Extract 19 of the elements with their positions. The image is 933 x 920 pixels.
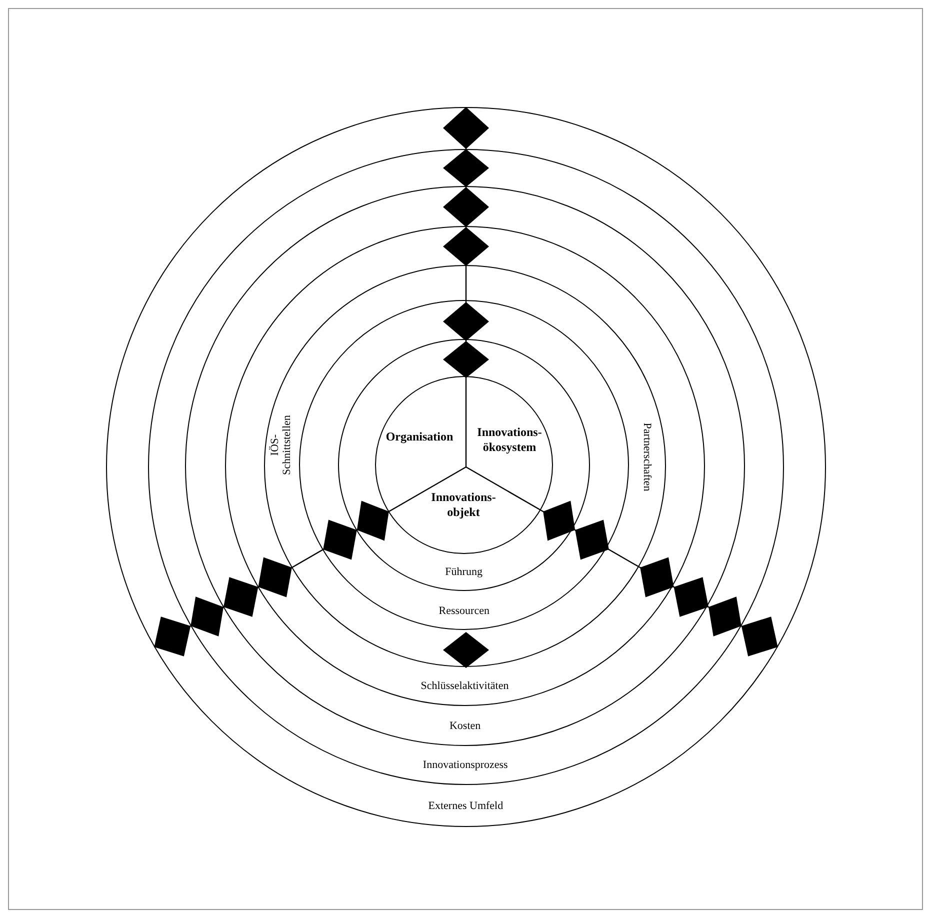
ring-label: Kosten (449, 720, 481, 732)
sector-label: Innovations-objekt (420, 490, 506, 520)
ring-label: Externes Umfeld (428, 800, 504, 812)
ring (225, 226, 706, 706)
ring-label: Schlüsselaktivitäten (420, 680, 509, 692)
ring-label: IÖS-Schnittstellen (269, 414, 294, 478)
ring (264, 264, 666, 667)
ring-label: Ressourcen (438, 604, 490, 617)
ring (106, 107, 826, 827)
inner-circle (374, 376, 553, 554)
ring-label: Führung (445, 566, 482, 578)
ring (148, 148, 784, 785)
ring-label: Innovationsprozess (422, 759, 508, 772)
ring (185, 186, 746, 746)
ring (338, 339, 590, 592)
sector-label: Organisation (376, 429, 462, 444)
sector-label: Innovations-ökosystem (466, 424, 552, 454)
ring (299, 300, 630, 630)
ring-label: Partnerschaften (641, 422, 654, 494)
